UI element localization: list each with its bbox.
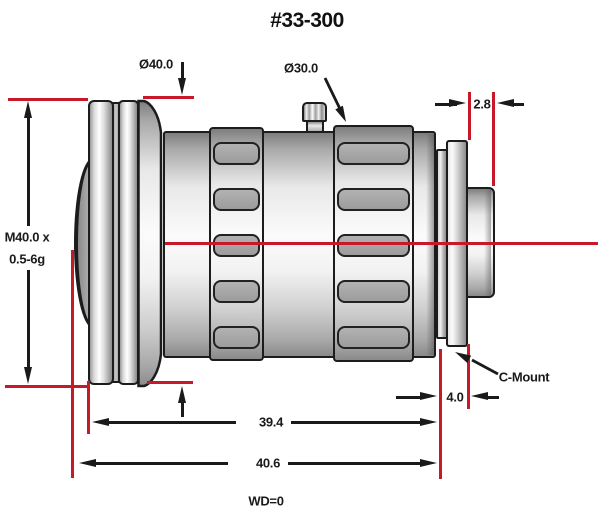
part-number-title: #33-300 bbox=[270, 9, 344, 32]
front-ring-2 bbox=[118, 100, 139, 385]
dim394-left-arrowhead bbox=[92, 417, 109, 426]
knurl-pad bbox=[213, 142, 260, 165]
knurl-pad bbox=[213, 326, 260, 349]
dia40-bottom-arrowhead bbox=[177, 386, 186, 403]
m40-dim-line-lower bbox=[27, 270, 30, 367]
m40-up-arrowhead bbox=[23, 101, 32, 118]
working-distance-label: WD=0 bbox=[248, 493, 284, 509]
dim406-right-line bbox=[288, 462, 423, 465]
flange-offset-label: 4.0 bbox=[446, 389, 464, 405]
dim406-right-arrowhead bbox=[420, 458, 437, 467]
dim40off-left-arrowhead bbox=[420, 391, 437, 400]
c-mount-leader-arrow bbox=[455, 352, 499, 376]
barrel-diameter-label: Ø30.0 bbox=[284, 60, 318, 76]
dim28-right-arrowhead bbox=[497, 98, 514, 107]
front-ring-groove bbox=[111, 102, 121, 383]
dim40off-left-line bbox=[396, 396, 424, 399]
rear-thread-length-label: 2.8 bbox=[473, 96, 491, 112]
front-thread-label-line2: 0.5-6g bbox=[9, 251, 45, 267]
knurl-pad bbox=[337, 234, 410, 257]
m40-dim-line-upper bbox=[27, 114, 30, 226]
knurl-pad bbox=[213, 188, 260, 211]
ext-line-thread-end bbox=[492, 92, 495, 186]
ext-line-dome-vertex bbox=[71, 250, 74, 478]
optical-centerline bbox=[165, 242, 598, 245]
mount-type-label: C-Mount bbox=[498, 369, 550, 385]
knurl-pad bbox=[337, 142, 410, 165]
dim28-right-line bbox=[512, 103, 524, 106]
knurl-pad bbox=[213, 280, 260, 303]
ext-line-flange-top bbox=[468, 92, 471, 140]
dim28-left-line bbox=[435, 103, 457, 106]
front-ring-1 bbox=[88, 100, 114, 385]
lock-thumbscrew-base bbox=[306, 120, 324, 133]
barrel-rear-shadow bbox=[426, 134, 434, 355]
ref-line-front-top bbox=[8, 98, 88, 101]
ref-line-dia40-bottom bbox=[147, 381, 193, 384]
front-shoulder-taper bbox=[137, 99, 163, 388]
ext-line-body-rear bbox=[439, 349, 442, 479]
knurl-pad bbox=[337, 326, 410, 349]
dia40-top-arrowhead bbox=[177, 78, 186, 95]
ref-line-front-bottom bbox=[5, 385, 90, 388]
overall-length-label: 40.6 bbox=[255, 455, 281, 471]
front-diameter-label: Ø40.0 bbox=[139, 56, 173, 72]
ref-line-dia40-top bbox=[143, 96, 194, 99]
ext-line-front-face bbox=[87, 381, 90, 434]
front-thread-label-line1: M40.0 x bbox=[4, 229, 50, 245]
dia40-bottom-arrow-line bbox=[181, 402, 184, 417]
ext-line-flange-bottom bbox=[467, 344, 470, 409]
knurl-pad bbox=[337, 280, 410, 303]
dia30-leader-arrow bbox=[323, 77, 346, 122]
dim40off-right-arrowhead bbox=[471, 391, 488, 400]
body-length-label: 39.4 bbox=[258, 414, 284, 430]
knurl-pad bbox=[337, 188, 410, 211]
dim394-right-arrowhead bbox=[420, 417, 437, 426]
dim394-left-line bbox=[108, 421, 236, 424]
dim28-left-arrowhead bbox=[449, 98, 466, 107]
knurl-pad bbox=[213, 234, 260, 257]
dim406-left-arrowhead bbox=[79, 458, 96, 467]
dia40-top-arrow-line bbox=[181, 62, 184, 79]
dim394-right-line bbox=[291, 421, 423, 424]
dim40off-right-line bbox=[486, 396, 499, 399]
dim406-left-line bbox=[95, 462, 228, 465]
m40-down-arrowhead bbox=[23, 367, 32, 384]
